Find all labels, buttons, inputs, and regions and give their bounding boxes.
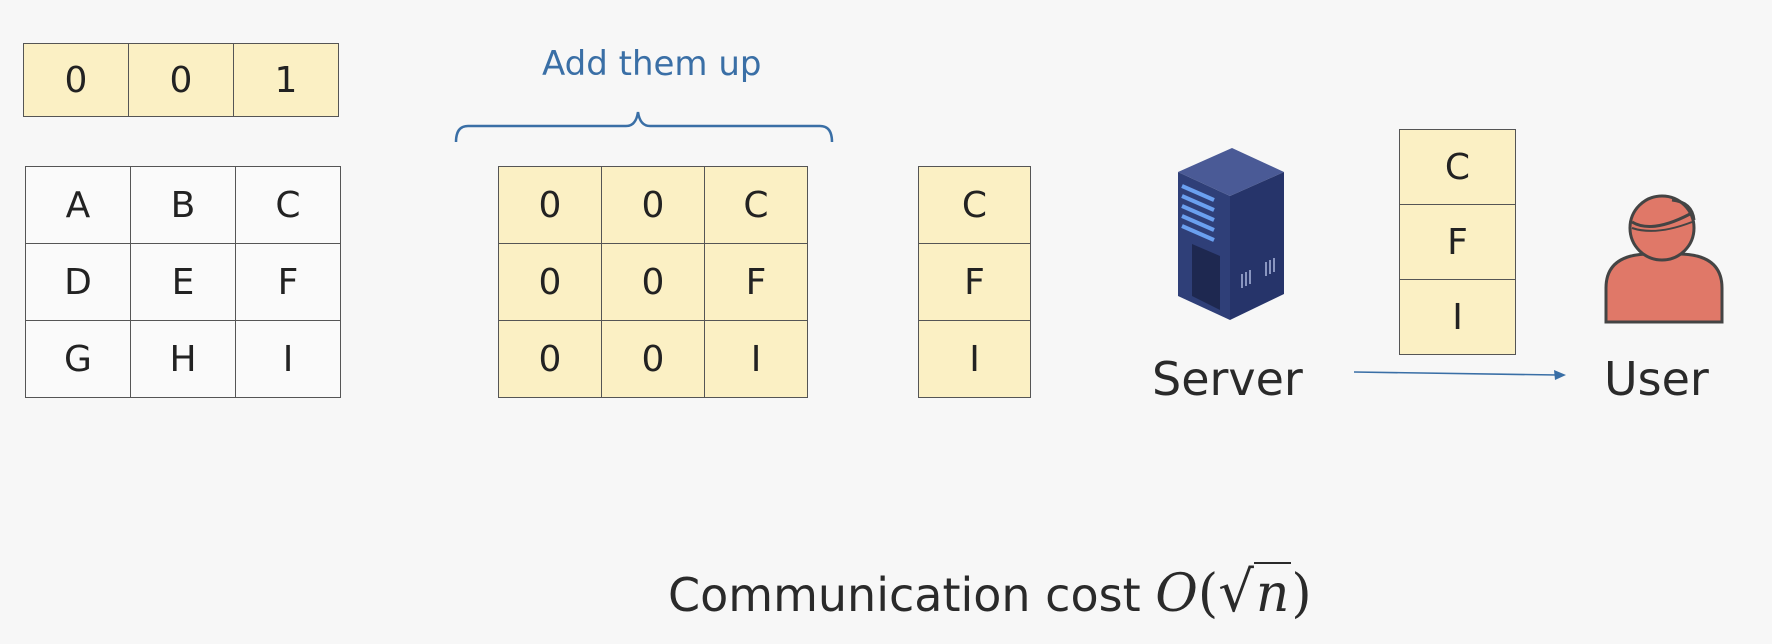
sent-cell: F [1399, 204, 1516, 280]
sqrt-symbol: √n [1218, 560, 1292, 625]
masked-matrix: 0 0 C 0 0 F 0 0 I [498, 166, 808, 398]
user-label: User [1604, 352, 1709, 406]
cost-text: Communication cost [668, 568, 1141, 622]
close-paren: ) [1291, 564, 1312, 624]
result-cell: C [918, 166, 1031, 244]
matrix-cell: B [130, 166, 236, 244]
matrix-cell: E [130, 243, 236, 321]
open-paren: ( [1197, 564, 1219, 624]
server-icon [1178, 148, 1284, 320]
curly-brace [454, 111, 834, 143]
big-o: O [1155, 564, 1198, 624]
masked-cell: 0 [601, 243, 705, 321]
sent-cell: I [1399, 279, 1516, 355]
matrix-cell: A [25, 166, 131, 244]
user-icon [1604, 194, 1724, 324]
sent-cell: C [1399, 129, 1516, 205]
server-label: Server [1152, 352, 1303, 406]
query-vector: 0 0 1 [23, 43, 339, 117]
masked-cell: 0 [498, 320, 602, 398]
database-matrix: A B C D E F G H I [25, 166, 341, 398]
sent-column: C F I [1399, 129, 1516, 355]
masked-cell: 0 [498, 243, 602, 321]
query-cell: 0 [128, 43, 234, 117]
matrix-cell: C [235, 166, 341, 244]
arrow-server-to-user [1353, 370, 1566, 380]
result-cell: I [918, 320, 1031, 398]
cost-formula: O(√n) [1155, 560, 1312, 625]
masked-cell: F [704, 243, 808, 321]
masked-cell: 0 [601, 320, 705, 398]
masked-cell: I [704, 320, 808, 398]
matrix-cell: D [25, 243, 131, 321]
matrix-cell: G [25, 320, 131, 398]
masked-cell: C [704, 166, 808, 244]
matrix-cell: H [130, 320, 236, 398]
matrix-cell: I [235, 320, 341, 398]
masked-cell: 0 [601, 166, 705, 244]
sum-result-column: C F I [918, 166, 1031, 398]
query-cell: 0 [23, 43, 129, 117]
radicand: n [1253, 562, 1292, 624]
masked-cell: 0 [498, 166, 602, 244]
communication-cost: Communication cost O(√n) [668, 560, 1312, 625]
result-cell: F [918, 243, 1031, 321]
add-them-up-label: Add them up [542, 44, 762, 84]
matrix-cell: F [235, 243, 341, 321]
query-cell: 1 [233, 43, 339, 117]
